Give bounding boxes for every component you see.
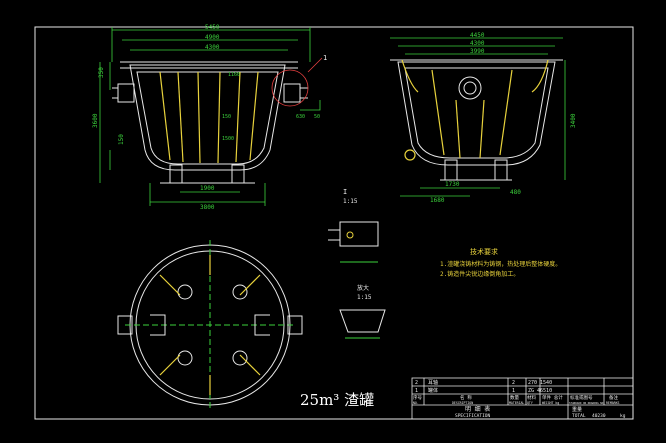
detail-2	[339, 309, 386, 339]
footer-total-label: TOTAL	[572, 413, 586, 419]
header-note: 备注	[609, 394, 618, 401]
detail-2-label: 放大	[357, 284, 369, 292]
drawing-title: 25m³ 渣罐	[300, 391, 374, 409]
front-dim-left-2: 3600	[92, 113, 99, 128]
side-dim-bottom-3: 480	[510, 189, 521, 196]
sub-qty: QTY	[527, 401, 533, 405]
sub-no: NO.	[413, 401, 419, 405]
detail-i	[328, 221, 379, 263]
header-mat: 材料	[527, 394, 536, 401]
row-1-mat: ZG 46510	[528, 388, 552, 394]
row-2-name: 耳轴	[428, 379, 438, 386]
header-weight: 单件 总计	[542, 394, 563, 401]
front-dim-left-1: 350	[98, 67, 105, 78]
detail-2-scale: 1:15	[357, 294, 372, 301]
front-dim-inner-3: 1500	[222, 136, 234, 142]
detail-i-label: I	[343, 188, 347, 196]
front-dim-left-3: 150	[118, 134, 125, 145]
side-dim-top-2: 4300	[470, 40, 485, 47]
sub-material: MATERIAL	[509, 401, 524, 405]
plan-view	[117, 240, 303, 410]
header-name: 名 称	[460, 394, 472, 401]
side-dim-top-3: 3990	[470, 48, 485, 55]
front-dim-inner-2: 150	[222, 114, 231, 120]
side-dim-bottom-1: 1730	[445, 181, 460, 188]
drawing-border	[34, 26, 634, 420]
footer-weight-label: 重量	[572, 406, 582, 413]
front-pipe-dim-2: 50	[314, 114, 320, 120]
side-dim-top-1: 4450	[470, 32, 485, 39]
side-dim-right: 3400	[570, 113, 577, 128]
row-1-name: 罐体	[428, 387, 438, 394]
row-2-qty: 2	[512, 380, 515, 386]
sub-std: STANDARD OR DRAWING NO.	[569, 401, 605, 405]
front-view-ribs	[159, 71, 259, 164]
sub-remarks: REMARKS	[606, 401, 620, 405]
plan-view-ribs	[159, 255, 261, 395]
header-std: 标准或图号	[570, 394, 593, 401]
row-2-mat: 270 1540	[528, 380, 552, 386]
row-2-no: 2	[415, 380, 418, 386]
notes-heading: 技术要求	[470, 247, 498, 256]
front-callout: 1	[323, 54, 327, 62]
side-dim-bottom-2: 1680	[430, 197, 445, 204]
side-view-dimensions	[390, 37, 566, 197]
front-dim-top-2: 4900	[205, 34, 220, 41]
sub-weight: WEIGHT kg	[542, 401, 559, 405]
front-view	[112, 61, 308, 184]
row-1-no: 1	[415, 388, 418, 394]
row-1-qty: 1	[512, 388, 515, 394]
notes-line-2: 2.铸造件尖锐边缘倒角加工。	[440, 270, 519, 278]
side-view	[390, 59, 563, 181]
front-dim-inner-1: 1160	[228, 72, 240, 78]
front-view-dimensions	[99, 27, 323, 206]
front-dim-top-3: 4300	[205, 44, 220, 51]
header-qty: 数量	[510, 394, 519, 401]
notes-line-1: 1.渣罐浇铸材料为铸钢，热处理后整体硬度。	[440, 260, 561, 268]
footer-weight: 40230	[592, 413, 606, 419]
side-view-ribs	[401, 59, 549, 161]
sub-desc: DESCRIPTION	[452, 401, 473, 405]
footer-title: 明 细 表	[465, 405, 490, 413]
header-no: 序号	[413, 394, 422, 401]
footer-sub: SPECIFICATION	[455, 413, 491, 419]
front-dim-bottom-2: 3800	[200, 204, 215, 211]
footer-unit: kg	[620, 413, 626, 419]
front-dim-top-1: 5450	[205, 24, 220, 31]
spec-table-grid	[411, 377, 634, 420]
front-dim-bottom-1: 1900	[200, 185, 215, 192]
front-pipe-dim-1: 630	[296, 114, 305, 120]
detail-i-scale: 1:15	[343, 198, 358, 205]
